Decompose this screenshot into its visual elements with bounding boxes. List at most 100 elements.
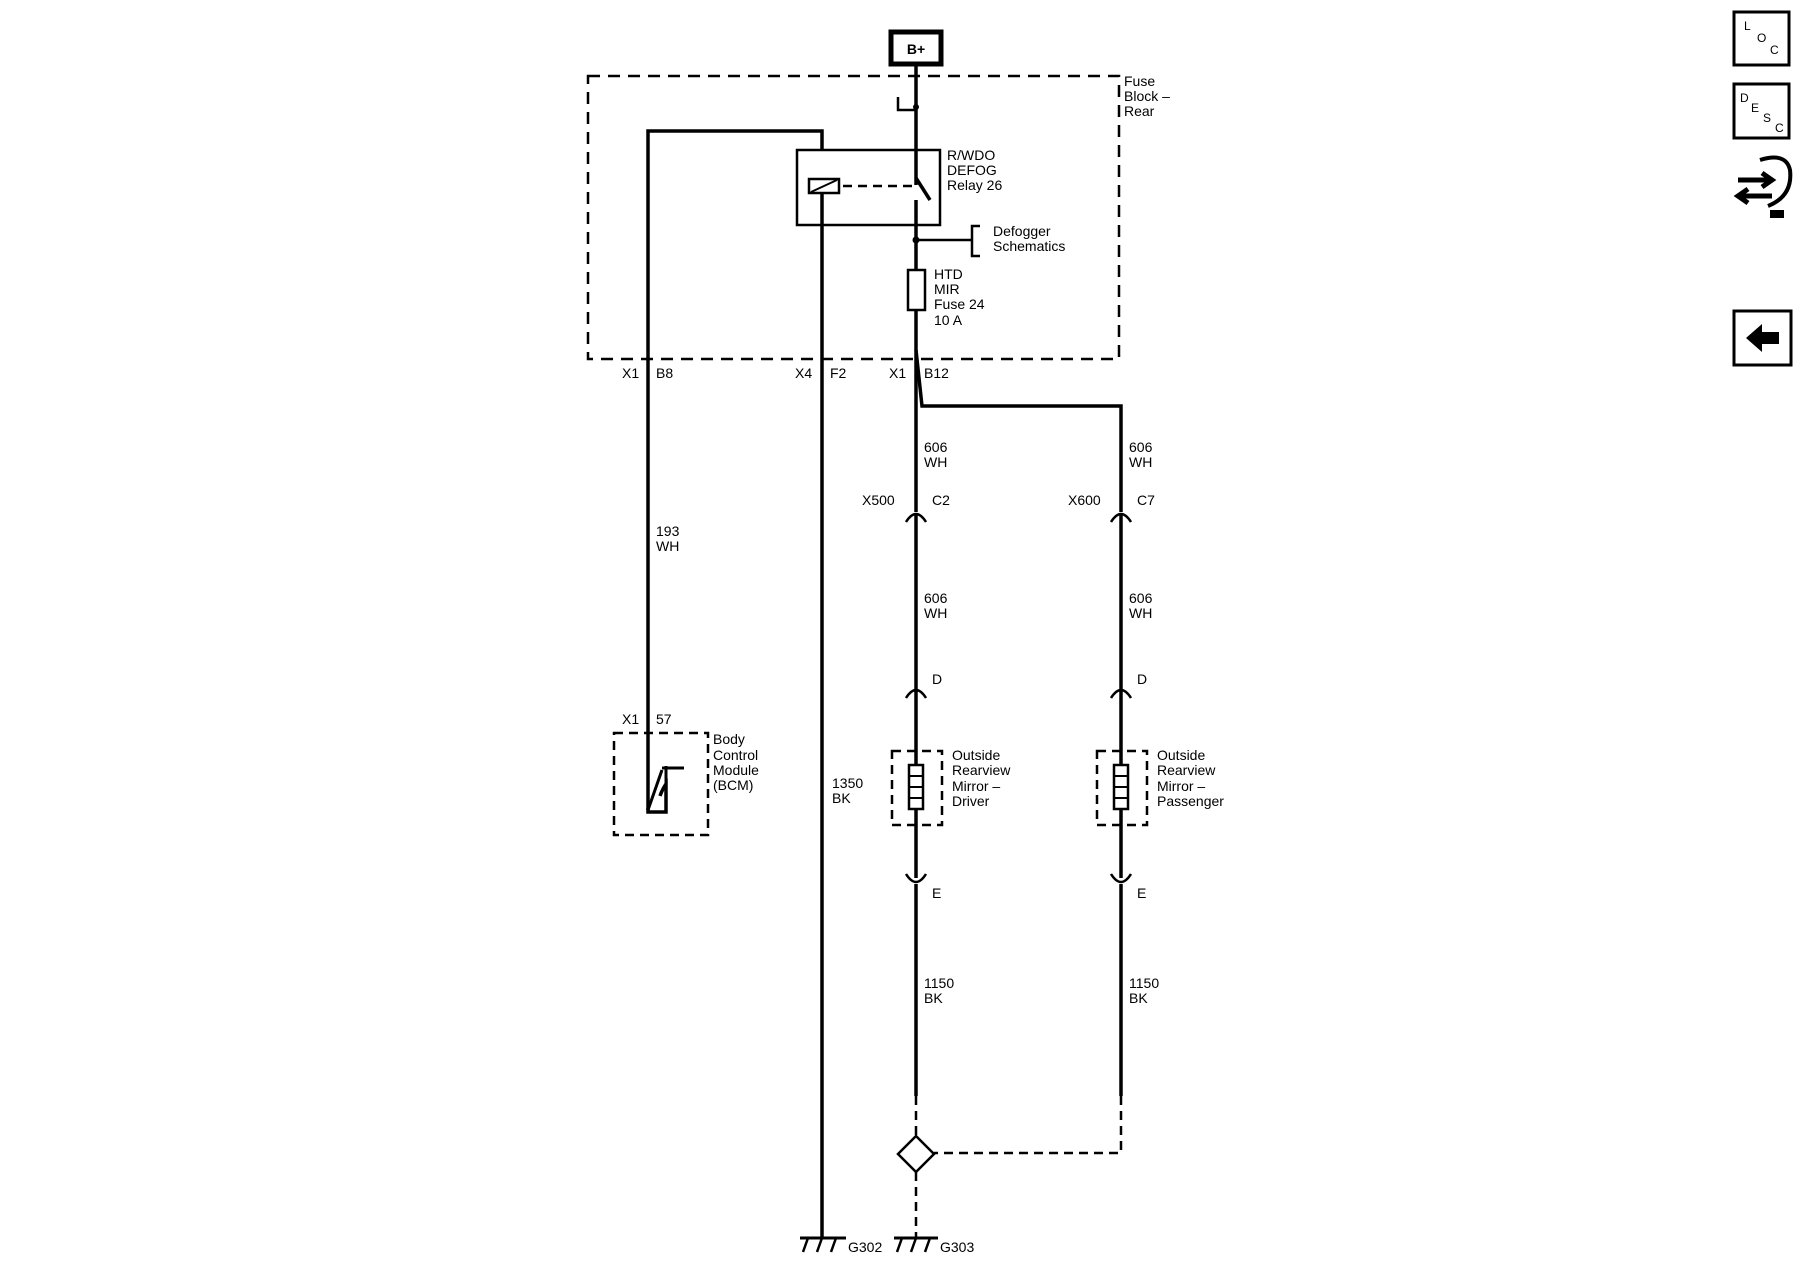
connector-x500: X500 C2 — [862, 492, 950, 692]
svg-text:C7: C7 — [1137, 492, 1155, 508]
svg-text:Mirror –: Mirror – — [952, 778, 1000, 794]
bcm-label: Body Control Module (BCM) — [713, 731, 759, 793]
ground-path-passenger-dashed — [934, 1096, 1123, 1155]
relay-box — [795, 148, 942, 227]
connector-pinout-button[interactable] — [1733, 155, 1793, 218]
connector-pinout-icon — [1733, 155, 1793, 218]
relay-coil — [807, 177, 841, 195]
mirror-driver-outline — [890, 749, 944, 827]
connector-driver-d: D — [904, 671, 942, 699]
svg-text:BK: BK — [1129, 990, 1148, 1006]
wire-193-label: 193 WH — [656, 523, 680, 554]
svg-text:606: 606 — [1129, 590, 1153, 606]
svg-text:G302: G302 — [848, 1239, 882, 1255]
battery-positive-source: B+ — [888, 29, 944, 67]
svg-text:HTD: HTD — [934, 266, 963, 282]
svg-text:WH: WH — [1129, 605, 1152, 621]
relay-switch-contact — [914, 177, 932, 201]
connector-driver-e: E — [904, 873, 941, 901]
svg-text:Block –: Block – — [1124, 88, 1170, 104]
ground-g303: G303 — [894, 1236, 974, 1255]
svg-text:Passenger: Passenger — [1157, 793, 1224, 809]
svg-text:606: 606 — [1129, 439, 1153, 455]
svg-text:57: 57 — [656, 711, 672, 727]
location-button[interactable]: L O C — [1732, 10, 1791, 67]
svg-text:Module: Module — [713, 762, 759, 778]
svg-text:WH: WH — [1129, 454, 1152, 470]
svg-text:Rearview: Rearview — [952, 762, 1011, 778]
bcm-pin-label: X1 57 — [622, 711, 672, 727]
back-button[interactable] — [1732, 309, 1793, 367]
connector-passenger-e: E — [1109, 873, 1146, 901]
svg-text:S: S — [1763, 111, 1771, 125]
svg-text:1150: 1150 — [1129, 975, 1159, 991]
svg-text:Relay 26: Relay 26 — [947, 177, 1002, 193]
mirror-passenger-outline — [1095, 749, 1149, 827]
svg-text:193: 193 — [656, 523, 680, 539]
svg-text:L: L — [1744, 19, 1751, 33]
svg-text:Rear: Rear — [1124, 103, 1155, 119]
svg-text:G303: G303 — [940, 1239, 974, 1255]
wire-606-label-driver-top: 606 WH — [924, 439, 948, 470]
svg-text:MIR: MIR — [934, 281, 960, 297]
fuse-label: HTD MIR Fuse 24 10 A — [934, 266, 985, 328]
svg-text:X500: X500 — [862, 492, 895, 508]
back-arrow-icon — [1746, 324, 1779, 352]
svg-text:606: 606 — [924, 590, 948, 606]
fuse-block-label: Fuse Block – Rear — [1124, 73, 1170, 119]
wire-606-label-driver-mid: 606 WH — [924, 590, 948, 621]
svg-text:WH: WH — [924, 454, 947, 470]
svg-text:Mirror –: Mirror – — [1157, 778, 1205, 794]
svg-text:D: D — [1137, 671, 1147, 687]
svg-text:B12: B12 — [924, 365, 949, 381]
ground-splice-diamond — [896, 1134, 936, 1174]
svg-text:E: E — [1137, 885, 1146, 901]
mirror-passenger-heater-element — [1112, 763, 1130, 811]
svg-text:Schematics: Schematics — [993, 238, 1065, 254]
svg-text:BK: BK — [924, 990, 943, 1006]
svg-text:DEFOG: DEFOG — [947, 162, 997, 178]
mirror-passenger-label: Outside Rearview Mirror – Passenger — [1157, 747, 1224, 809]
svg-text:Fuse 24: Fuse 24 — [934, 296, 985, 312]
bcm-outline — [612, 731, 710, 837]
mirror-driver-label: Outside Rearview Mirror – Driver — [952, 747, 1011, 809]
wire-606-label-passenger-mid: 606 WH — [1129, 590, 1153, 621]
svg-text:10 A: 10 A — [934, 312, 963, 328]
defogger-reference-label[interactable]: Defogger Schematics — [993, 223, 1065, 254]
defogger-reference-bracket — [970, 224, 980, 258]
description-icon — [1732, 82, 1791, 140]
svg-text:C: C — [1770, 43, 1779, 57]
svg-text:Driver: Driver — [952, 793, 990, 809]
svg-text:WH: WH — [656, 538, 679, 554]
svg-text:Body: Body — [713, 731, 745, 747]
svg-text:D: D — [932, 671, 942, 687]
description-button[interactable]: D E S C — [1732, 82, 1791, 140]
svg-text:606: 606 — [924, 439, 948, 455]
svg-text:X1: X1 — [622, 711, 639, 727]
wire-1150-label-passenger: 1150 BK — [1129, 975, 1159, 1006]
connector-x1-b8: X1 B8 — [622, 365, 673, 381]
mirror-driver-heater-element — [907, 763, 925, 811]
svg-text:1350: 1350 — [832, 775, 863, 791]
wire-193-wh — [646, 129, 824, 810]
svg-text:Rearview: Rearview — [1157, 762, 1216, 778]
wire-1350-label: 1350 BK — [832, 775, 863, 806]
svg-text:Outside: Outside — [952, 747, 1000, 763]
svg-text:X1: X1 — [622, 365, 639, 381]
svg-text:X600: X600 — [1068, 492, 1101, 508]
connector-x4-f2: X4 F2 — [795, 365, 847, 381]
ground-g302: G302 — [800, 1236, 882, 1255]
wire-1150-label-driver: 1150 BK — [924, 975, 954, 1006]
svg-text:B8: B8 — [656, 365, 673, 381]
svg-text:F2: F2 — [830, 365, 847, 381]
svg-text:Defogger: Defogger — [993, 223, 1051, 239]
svg-text:O: O — [1757, 31, 1766, 45]
fuse-24-symbol — [906, 268, 927, 312]
connector-x1-b12: X1 B12 — [889, 365, 949, 381]
wire-606-wh-passenger-feed — [914, 349, 1123, 512]
svg-text:C: C — [1775, 121, 1784, 135]
svg-text:E: E — [932, 885, 941, 901]
svg-text:B+: B+ — [907, 41, 925, 57]
svg-text:Control: Control — [713, 747, 758, 763]
